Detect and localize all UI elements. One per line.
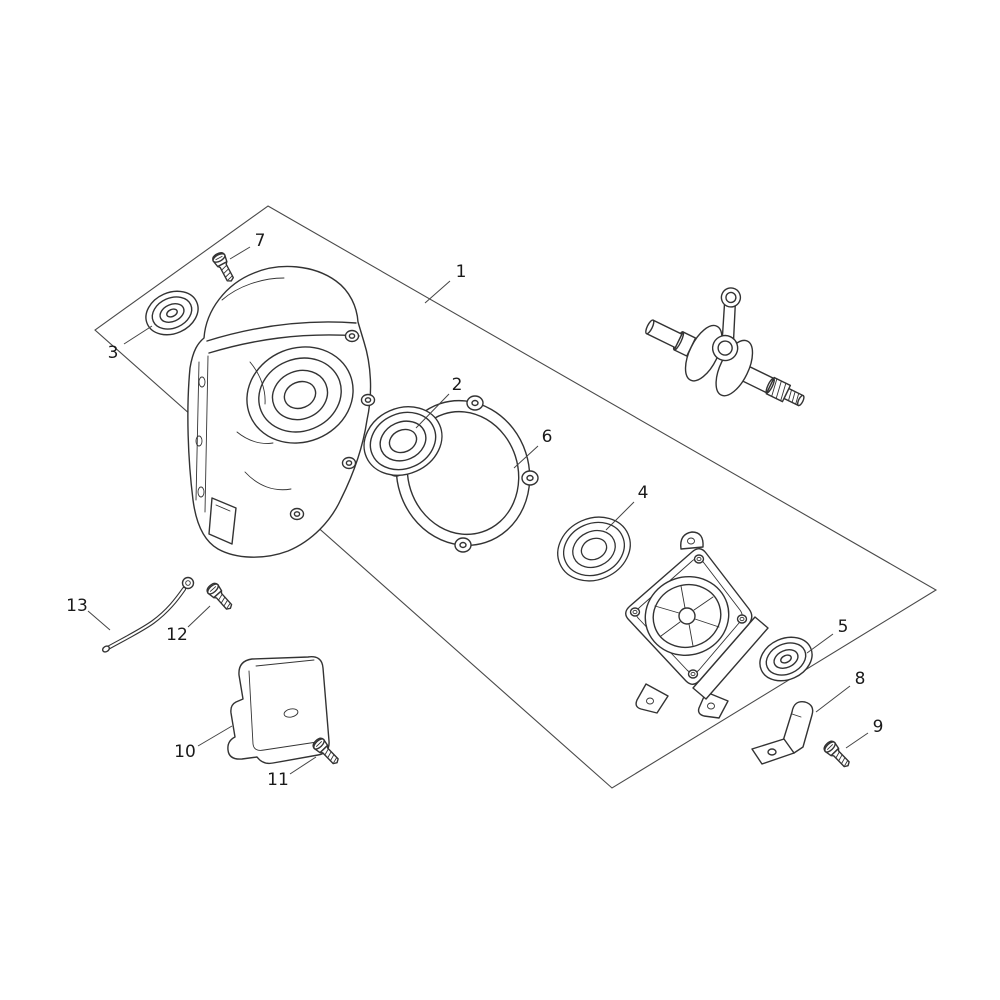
oil-seal-rear <box>752 628 820 690</box>
part-number-5[interactable]: 5 <box>838 617 849 637</box>
leader-line-3 <box>123 325 153 345</box>
callout-9[interactable]: 9 <box>845 717 884 749</box>
bolt-ears <box>289 329 376 521</box>
callout-7[interactable]: 7 <box>229 231 266 260</box>
part-number-9[interactable]: 9 <box>873 717 884 737</box>
callout-3[interactable]: 3 <box>108 325 153 363</box>
part-number-11[interactable]: 11 <box>267 770 289 790</box>
leader-line-13 <box>87 610 111 631</box>
callout-13[interactable]: 13 <box>66 596 111 631</box>
crankcase-gasket <box>387 395 539 553</box>
leader-line-12 <box>187 605 211 628</box>
callout-10[interactable]: 10 <box>174 725 233 762</box>
leader-line-6 <box>513 445 539 469</box>
callout-1[interactable]: 1 <box>424 262 467 304</box>
callout-6[interactable]: 6 <box>513 427 553 469</box>
part-number-3[interactable]: 3 <box>108 343 119 363</box>
part-number-1[interactable]: 1 <box>456 262 467 282</box>
part-number-2[interactable]: 2 <box>452 375 463 395</box>
oil-seal-front <box>138 282 206 344</box>
callout-8[interactable]: 8 <box>815 669 866 713</box>
part-number-12[interactable]: 12 <box>166 625 188 645</box>
screw-12 <box>204 580 236 614</box>
leader-line-11 <box>289 756 317 775</box>
part-number-13[interactable]: 13 <box>66 596 88 616</box>
ball-bearing-rear <box>546 505 642 593</box>
leader-line-8 <box>815 685 851 713</box>
part-number-4[interactable]: 4 <box>638 483 649 503</box>
part-number-6[interactable]: 6 <box>542 427 553 447</box>
leader-line-1 <box>424 280 451 304</box>
crankcase-half-front <box>187 265 376 558</box>
engine-cover <box>227 656 330 765</box>
part-number-8[interactable]: 8 <box>855 669 866 689</box>
part-number-7[interactable]: 7 <box>255 231 266 251</box>
leader-line-9 <box>845 732 869 749</box>
callout-12[interactable]: 12 <box>166 605 211 645</box>
leader-line-5 <box>806 633 834 654</box>
ground-wire <box>101 576 195 653</box>
callout-11[interactable]: 11 <box>267 756 317 790</box>
callout-5[interactable]: 5 <box>806 617 849 654</box>
callout-2[interactable]: 2 <box>415 375 463 429</box>
crankshaft <box>645 287 805 407</box>
leader-line-10 <box>197 725 233 747</box>
part-number-10[interactable]: 10 <box>174 742 196 762</box>
assembly-boundary-outline <box>94 205 938 789</box>
corner-bolt-holes <box>629 554 748 679</box>
leader-line-2 <box>415 393 450 429</box>
crankcase-half-rear <box>625 531 769 719</box>
stopper-bracket <box>751 701 814 765</box>
callout-4[interactable]: 4 <box>605 483 649 531</box>
screw-9 <box>821 738 854 771</box>
leader-line-7 <box>229 246 251 260</box>
screw-7 <box>210 250 238 285</box>
leader-line-4 <box>605 501 635 531</box>
